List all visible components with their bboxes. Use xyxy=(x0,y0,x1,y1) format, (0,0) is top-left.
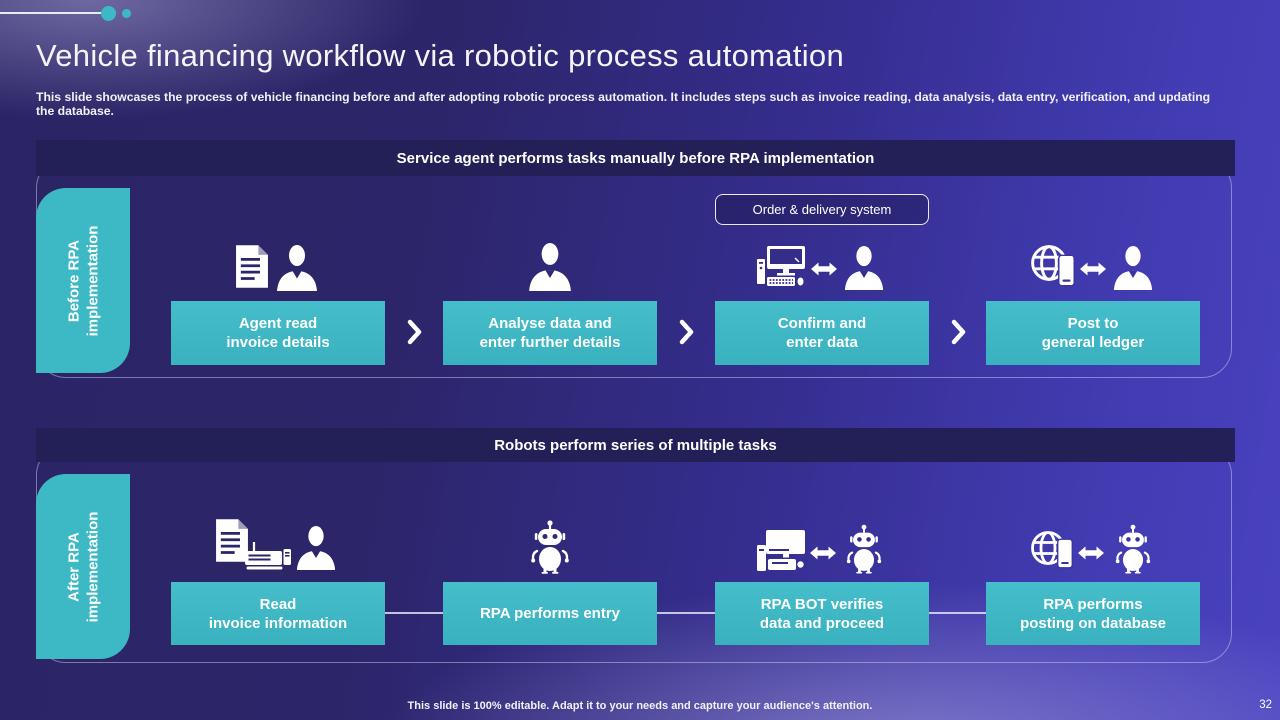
page-number: 32 xyxy=(1259,699,1272,711)
robot-icon xyxy=(530,520,570,574)
before-rpa-tab-label: Before RPA implementation xyxy=(65,225,102,336)
document-person-icon xyxy=(236,245,317,291)
connector-line xyxy=(385,612,443,614)
after-rpa-tab: After RPA implementation xyxy=(36,474,130,659)
teal-dot-small xyxy=(122,9,131,18)
step-box: Analyse data and enter further details xyxy=(443,301,657,365)
icon-slot xyxy=(443,498,657,576)
top-rule-line xyxy=(0,12,116,14)
icon-slot xyxy=(986,498,1200,576)
footer-note: This slide is 100% editable. Adapt it to… xyxy=(407,700,873,712)
connector-line xyxy=(929,612,986,614)
connector-line xyxy=(657,612,715,614)
order-delivery-callout: Order & delivery system xyxy=(715,194,929,225)
step-box: RPA performs entry xyxy=(443,582,657,645)
icon-slot xyxy=(171,226,385,292)
icon-slot xyxy=(171,498,385,576)
after-rpa-tab-label: After RPA implementation xyxy=(65,511,102,622)
icon-slot xyxy=(715,226,929,292)
chevron-right-icon xyxy=(404,317,424,347)
step-box: RPA performs posting on database xyxy=(986,582,1200,645)
document-scanner-person-icon xyxy=(216,519,336,571)
computer-robot-icon xyxy=(757,524,883,574)
before-section-band: Service agent performs tasks manually be… xyxy=(36,140,1235,176)
person-icon xyxy=(529,243,571,291)
computer-person-icon xyxy=(757,246,884,290)
slide-subtitle: This slide showcases the process of vehi… xyxy=(36,90,1211,118)
step-box: Confirm and enter data xyxy=(715,301,929,365)
step-box: Read invoice information xyxy=(171,582,385,645)
chevron-right-icon xyxy=(676,317,696,347)
teal-dot-large xyxy=(101,6,116,21)
step-box: RPA BOT verifies data and proceed xyxy=(715,582,929,645)
icon-slot xyxy=(443,226,657,292)
page-title: Vehicle financing workflow via robotic p… xyxy=(36,38,845,73)
icon-slot xyxy=(715,498,929,576)
globe-device-robot-icon xyxy=(1031,524,1152,574)
after-section-band: Robots perform series of multiple tasks xyxy=(36,428,1235,462)
chevron-right-icon xyxy=(948,317,968,347)
before-rpa-tab: Before RPA implementation xyxy=(36,188,130,373)
icon-slot xyxy=(986,226,1200,292)
step-box: Agent read invoice details xyxy=(171,301,385,365)
globe-device-person-icon xyxy=(1031,245,1153,290)
step-box: Post to general ledger xyxy=(986,301,1200,365)
